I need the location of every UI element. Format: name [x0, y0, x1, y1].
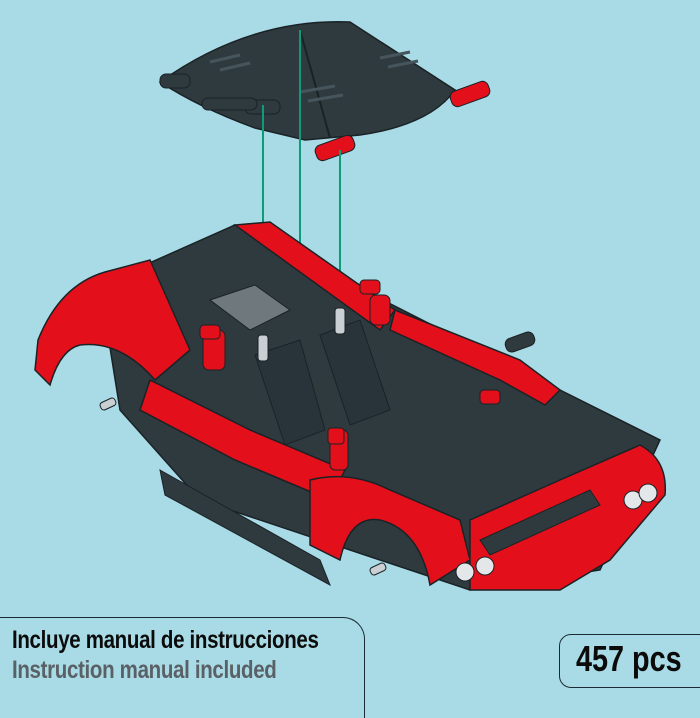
- manual-caption-english: Instruction manual included: [12, 656, 277, 684]
- car-body: [34, 221, 667, 591]
- manual-caption-spanish: Incluye manual de instrucciones: [12, 626, 319, 654]
- product-image: Incluye manual de instrucciones Instruct…: [0, 21, 700, 718]
- roof-panel: [158, 21, 491, 162]
- piece-count-badge: [559, 634, 700, 688]
- car-assembly-illustration: [34, 21, 667, 591]
- piece-count-label: 457 pcs: [576, 638, 682, 679]
- manual-caption-frame: [0, 617, 365, 718]
